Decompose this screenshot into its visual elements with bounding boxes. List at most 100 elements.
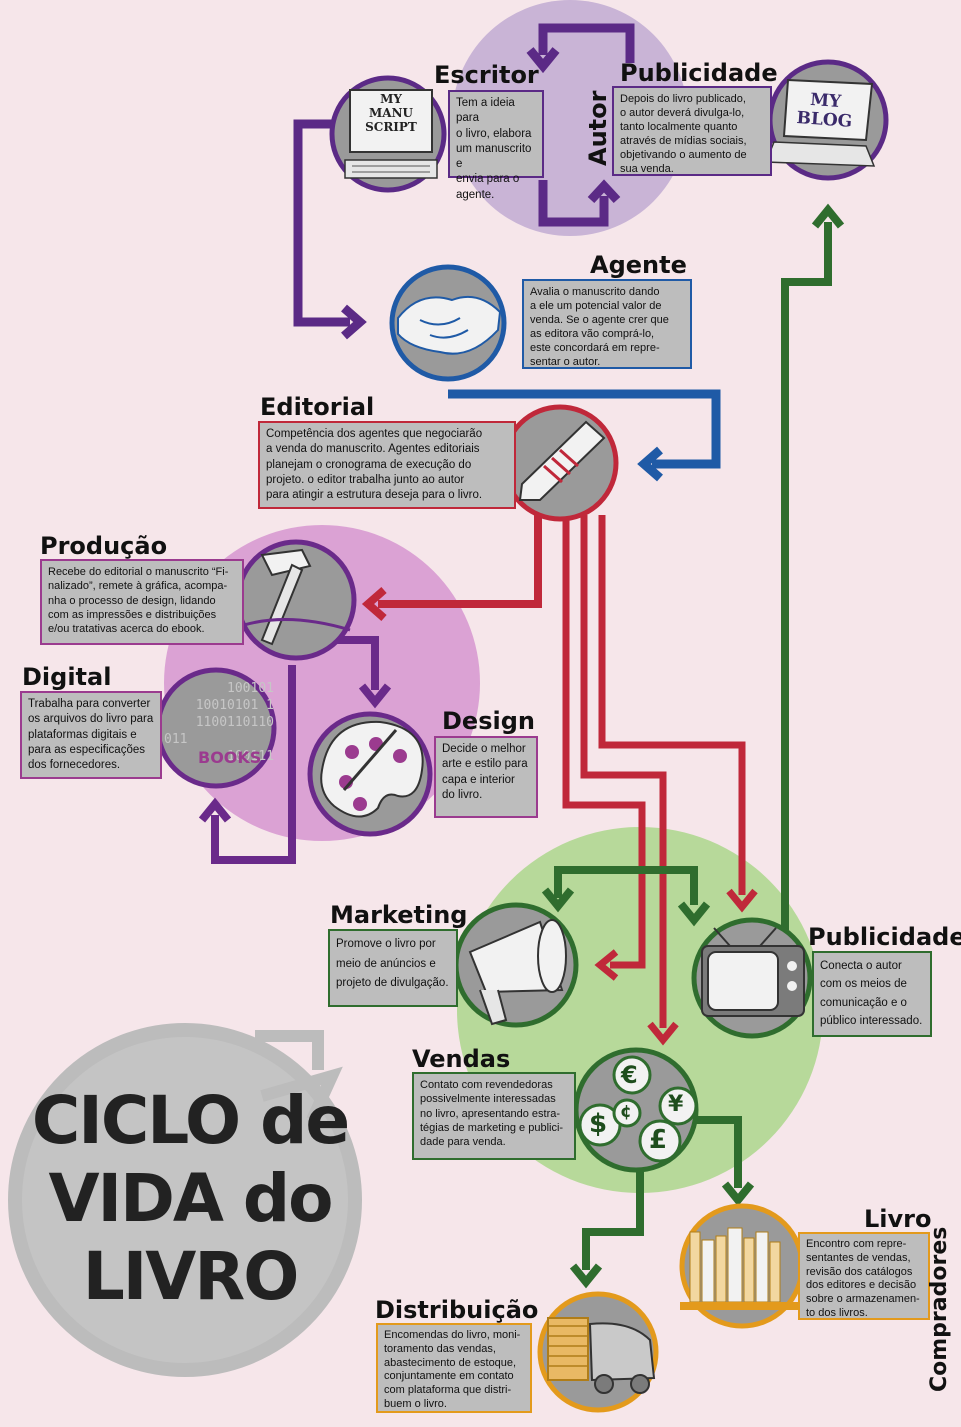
sales-to-distribution-arrow: [582, 1160, 644, 1270]
digital-text-line: os arquivos do livro para: [28, 713, 154, 726]
pen-icon: [501, 404, 619, 522]
editorial-text-line: a venda do manuscrito. Agentes editoriai…: [266, 443, 480, 456]
title-circle-arrow-1: [255, 1030, 324, 1070]
publicidade-autor-title: Publicidade: [620, 59, 778, 87]
production-to-design-arrowhead: [358, 683, 392, 709]
digital-text-line: Trabalha para converter: [28, 698, 151, 710]
escritor-text-line: envia para o: [456, 173, 520, 186]
distribuicao-text-line: conjuntamente em contato: [384, 1370, 514, 1383]
editorial-text-line: planejam o cronograma de execução do: [266, 458, 472, 471]
compradores-text-line: Encontro com repre-: [806, 1238, 907, 1250]
producao-text-line: Recebe do editorial o manuscrito “Fi-: [48, 566, 229, 578]
binary-line: 011: [164, 732, 188, 747]
author-loop-arrow-top: [538, 23, 635, 63]
title-circle: [8, 1023, 362, 1377]
author-loop-arrowhead-bottom: [587, 179, 621, 204]
vendas-title: Vendas: [412, 1045, 511, 1073]
production-to-digital-arrow: [211, 665, 296, 864]
sales-to-buyers-arrow: [690, 1116, 742, 1188]
digital-text-line: para as especificações: [28, 743, 145, 756]
producao-text-line: e/ou tratativas acerca do ebook.: [48, 623, 205, 636]
digital-title: Digital: [22, 663, 112, 691]
distribuicao-box: Encomendas do livro, moni- toramento das…: [376, 1323, 532, 1413]
publicidade-autor-text-line: Depois do livro publicado,: [620, 93, 746, 105]
design-text-line: Decide o melhor: [442, 743, 526, 755]
agent-to-editorial-arrowhead: [637, 446, 663, 482]
livro-title: Livro: [864, 1205, 932, 1233]
compradores-text-line: revisão dos catálogos: [806, 1265, 913, 1278]
vendas-text-line: possivelmente interessadas: [420, 1093, 556, 1106]
publicidade-editora-text-line: comunicação e o: [820, 996, 907, 1009]
main-title-line-3: LIVRO: [82, 1238, 300, 1315]
producao-text-line: nha o processo de design, lidando: [48, 594, 216, 607]
currency-pound: £: [649, 1125, 668, 1155]
editorial-to-marketing-arrowhead: [594, 949, 619, 981]
author-loop-arrowhead-top: [526, 47, 560, 74]
title-circle-arrow-2: [260, 1066, 343, 1123]
main-title-line-1: CICLO de: [31, 1082, 350, 1159]
design-text-line: arte e estilo para: [442, 758, 528, 771]
design-text-line: do livro.: [442, 788, 483, 801]
compradores-text-line: sentantes de vendas,: [806, 1251, 911, 1264]
marketing-title: Marketing: [330, 901, 468, 929]
escritor-box: Tem a ideia para o livro, elabora um man…: [448, 90, 544, 201]
author-loop-arrow-bottom: [538, 180, 609, 227]
publicity-to-author-arrowhead: [811, 203, 845, 229]
handshake-icon: [389, 264, 507, 382]
publicidade-autor-text-line: através de mídias sociais,: [620, 135, 747, 148]
design-text-line: capa e interior: [442, 773, 515, 786]
computer-manuscript-icon: [329, 75, 447, 193]
design-box: Decide o melhor arte e estilo para capa …: [434, 736, 538, 818]
agente-text-line: venda. Se o agente crer que: [530, 314, 669, 327]
sales-split-arrow: [554, 866, 698, 905]
publicidade-autor-box: Depois do livro publicado, o autor dever…: [612, 86, 772, 176]
marketing-text-line: meio de anúncios e: [336, 957, 436, 970]
distribuicao-text-line: Encomendas do livro, moni-: [384, 1329, 521, 1341]
blog-label: MY BLOG: [791, 90, 859, 133]
marketing-text-line: projeto de divulgação.: [336, 977, 449, 990]
editorial-to-production-arrowhead: [361, 586, 387, 622]
vendas-text-line: Contato com revendedoras: [420, 1079, 553, 1091]
digital-text-line: plataformas digitais e: [28, 728, 137, 741]
publicidade-editora-box: Conecta o autor com os meios de comunica…: [812, 951, 932, 1037]
books-label: BOOKS: [198, 748, 262, 767]
publicidade-editora-text-line: Conecta o autor: [820, 960, 902, 972]
binary-line: 10010101 1: [195, 698, 274, 713]
compradores-text-line: dos editores e decisão: [806, 1279, 917, 1292]
producao-text-line: nalizado”, remete à gráfica, acompa-: [48, 580, 228, 593]
editorial-text-line: Competência dos agentes que negociarão: [266, 428, 483, 440]
split-to-marketing-arrowhead: [541, 887, 575, 913]
autor-label: Autor: [584, 90, 612, 166]
production-to-design-arrow: [330, 636, 379, 690]
binary-line: 100101: [227, 681, 274, 696]
publicidade-editora-text-line: com os meios de: [820, 978, 907, 991]
compradores-text-line: to dos livros.: [806, 1306, 868, 1319]
digital-box: Trabalha para converter os arquivos do l…: [20, 691, 162, 779]
binary-line: 100111: [227, 749, 274, 764]
currency-coins-icon: [573, 1047, 699, 1173]
marketing-text-line: Promove o livro por: [336, 938, 436, 950]
distribuicao-title: Distribuição: [375, 1296, 539, 1324]
manuscript-label-line: MANU: [368, 106, 414, 120]
currency-dollar: $: [589, 1109, 608, 1139]
editorial-to-sales-arrowhead: [647, 1021, 679, 1046]
publicidade-autor-text-line: sua venda.: [620, 163, 674, 176]
escritor-text-line: o livro, elabora: [456, 127, 532, 140]
books-binary: 100101 10010101 1 1100110110 011 100111: [164, 680, 274, 765]
sales-to-distribution-arrowhead: [569, 1263, 603, 1289]
distribuicao-text-line: buem o livro.: [384, 1397, 447, 1410]
escritor-text-line: Tem a ideia para: [456, 97, 515, 125]
manuscript-label-line: SCRIPT: [365, 120, 417, 134]
marketing-box: Promove o livro por meio de anúncios e p…: [328, 929, 458, 1007]
currency-yen: ¥: [668, 1092, 684, 1117]
bookshelf-icon: [679, 1203, 805, 1329]
agent-to-editorial-arrow: [448, 389, 721, 469]
escritor-text-line: um manuscrito e: [456, 142, 532, 171]
currency-euro: €: [621, 1061, 638, 1089]
escritor-text-line: agente.: [456, 188, 495, 201]
manuscript-label: MY MANU SCRIPT: [352, 92, 430, 134]
editorial-to-publicity-arrow: [598, 515, 746, 895]
editorial-to-marketing-arrow: [562, 515, 646, 969]
escritor-title: Escritor: [434, 61, 539, 89]
